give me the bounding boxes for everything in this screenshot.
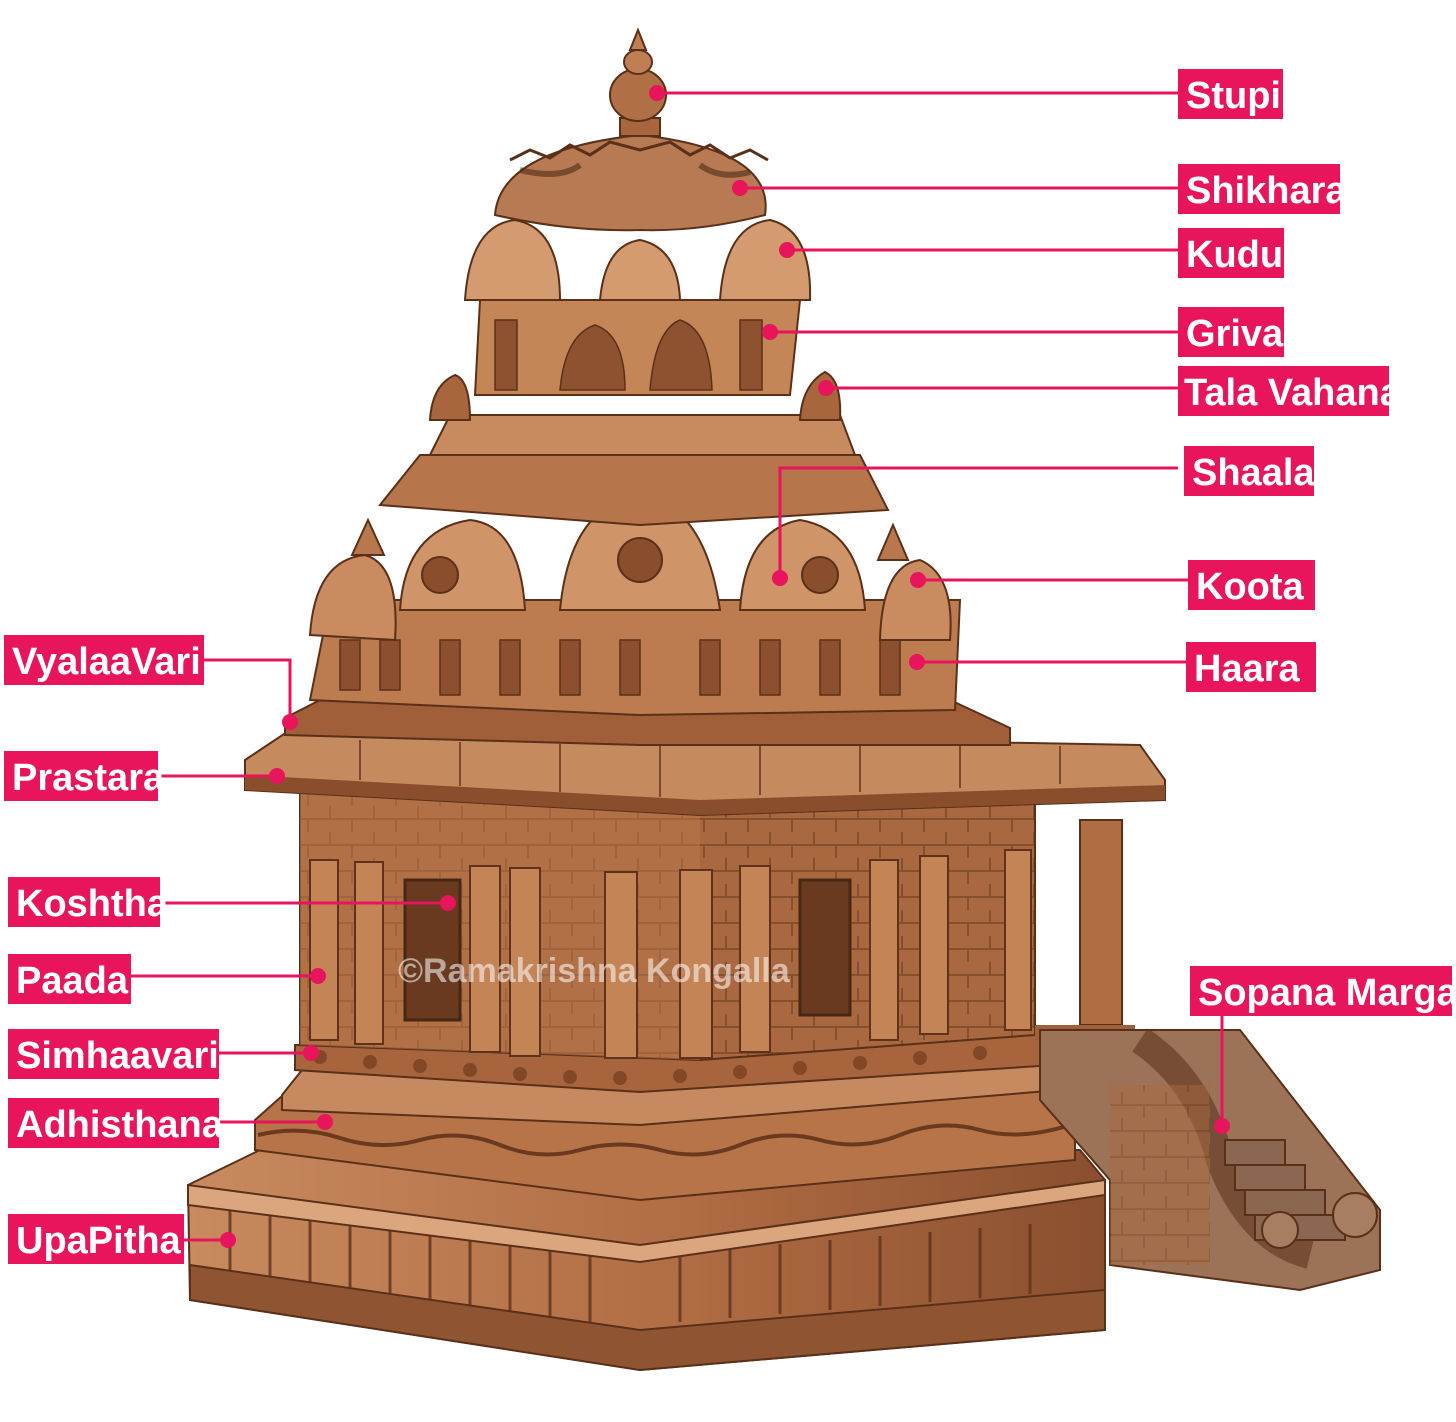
shaala-roofs: [398, 493, 867, 611]
label-prastara: Prastara: [4, 751, 165, 801]
svg-text:Adhisthana: Adhisthana: [16, 1104, 224, 1146]
leader-lines: [131, 91, 1224, 1242]
svg-text:Kudu: Kudu: [1186, 234, 1283, 276]
label-simhaavari: Simhaavari: [8, 1029, 219, 1079]
leader-shaala: [778, 466, 1178, 578]
svg-text:UpaPitha: UpaPitha: [16, 1220, 182, 1262]
upapitha-panels: [228, 1210, 1032, 1323]
label-paada: Paada: [8, 954, 131, 1004]
watermark: ©Ramakrishna Kongalla: [398, 952, 791, 990]
temple-illustration: ©Ramakrishna Kongalla: [186, 27, 1381, 1372]
label-vyalaavari: VyalaaVari: [4, 635, 204, 685]
stupi-finial: [609, 27, 667, 137]
shikhara-dome: [493, 133, 767, 232]
pilasters: [309, 849, 1032, 1059]
svg-text:Shaala: Shaala: [1192, 452, 1315, 494]
label-haara: Haara: [1186, 642, 1316, 692]
svg-text:Prastara: Prastara: [12, 757, 165, 799]
label-adhisthana: Adhisthana: [8, 1098, 224, 1148]
label-koota: Koota: [1188, 560, 1315, 610]
svg-text:Shikhara: Shikhara: [1186, 170, 1347, 212]
label-griva: Griva: [1178, 307, 1284, 357]
label-shikhara: Shikhara: [1178, 164, 1347, 214]
label-kudu: Kudu: [1178, 228, 1284, 278]
svg-text:Haara: Haara: [1194, 648, 1300, 690]
svg-text:Koshtha: Koshtha: [16, 883, 169, 925]
svg-text:Tala Vahana: Tala Vahana: [1184, 372, 1402, 414]
svg-text:Stupi: Stupi: [1186, 75, 1281, 117]
svg-text:VyalaaVari: VyalaaVari: [12, 641, 201, 683]
label-koshtha: Koshtha: [8, 877, 169, 927]
svg-text:Griva: Griva: [1186, 313, 1284, 355]
label-tala-vahana: Tala Vahana: [1178, 366, 1402, 416]
svg-text:Simhaavari: Simhaavari: [16, 1035, 219, 1077]
leader-vyalaavari: [203, 658, 292, 722]
label-upapitha: UpaPitha: [8, 1214, 184, 1264]
label-shaala: Shaala: [1184, 446, 1315, 496]
porch-pillar: [1079, 819, 1123, 1026]
leader-dots: [220, 85, 1230, 1248]
svg-text:Koota: Koota: [1196, 566, 1305, 608]
second-tier: [378, 454, 890, 527]
label-sopana-marga: Sopana Marga: [1190, 966, 1456, 1016]
koota-domes: [308, 517, 952, 642]
labels: Stupi Shikhara Kudu Griva Tala Vahana Sh…: [4, 69, 1456, 1264]
svg-text:Sopana Marga: Sopana Marga: [1198, 972, 1456, 1014]
svg-text:Paada: Paada: [16, 960, 129, 1002]
kudu-arches: [463, 218, 812, 301]
label-stupi: Stupi: [1178, 69, 1283, 119]
